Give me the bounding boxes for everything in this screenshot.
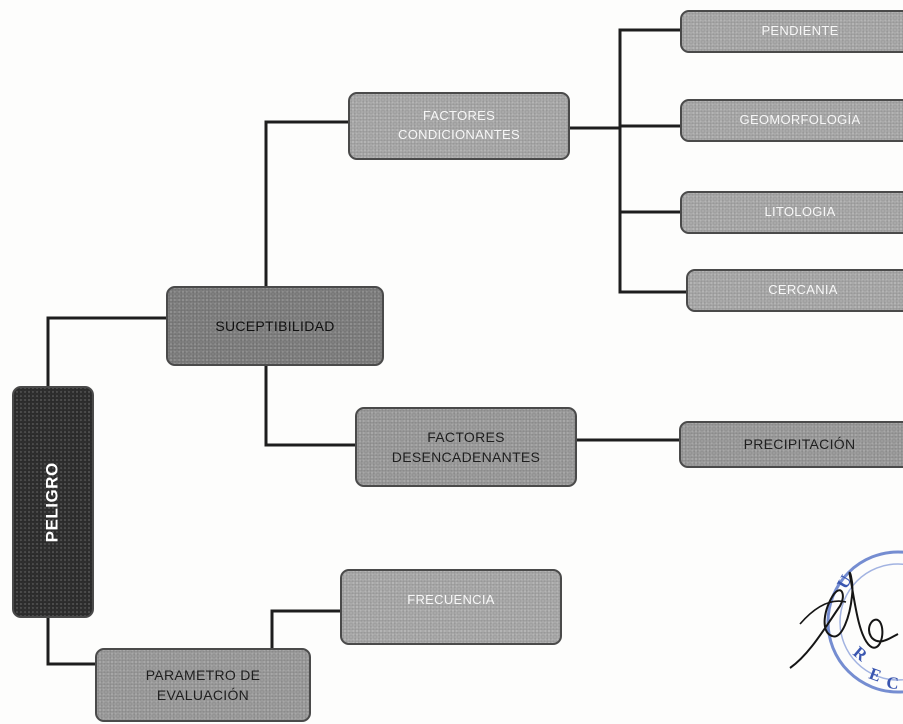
litologia-label: LITOLOGIA	[764, 204, 836, 220]
signature-stamp: U R E C	[789, 550, 903, 694]
precipitacion-label: PRECIPITACIÓN	[743, 436, 856, 453]
svg-text:E: E	[867, 664, 884, 686]
handwritten-signature	[789, 571, 899, 669]
connector-peligro-susceptibilidad	[46, 316, 170, 390]
litologia-node: LITOLOGIA	[680, 191, 903, 234]
factores-condicionantes-label: FACTORES CONDICIONANTES	[398, 108, 520, 142]
parametro-evaluacion-label: PARAMETRO DE EVALUACIÓN	[145, 666, 261, 703]
pendiente-label: PENDIENTE	[761, 23, 839, 39]
precipitacion-node: PRECIPITACIÓN	[679, 421, 903, 468]
connector-suscept-factdes	[264, 364, 359, 447]
factores-condicionantes-node: FACTORES CONDICIONANTES	[348, 92, 570, 160]
frecuencia-node: FRECUENCIA	[340, 569, 562, 645]
geomorfologia-label: GEOMORFOLOGÍA	[739, 112, 861, 128]
factores-desencadenantes-label: FACTORES DESENCADENANTES	[391, 428, 541, 465]
svg-text:C: C	[886, 673, 900, 693]
susceptibilidad-node: SUCEPTIBILIDAD	[166, 286, 384, 366]
connector-parametro-frecuencia	[270, 609, 344, 652]
peligro-label: PELIGRO	[42, 461, 62, 542]
svg-text:R: R	[849, 643, 871, 666]
susceptibilidad-label: SUCEPTIBILIDAD	[215, 317, 335, 334]
connector-peligro-parametro	[46, 616, 99, 666]
parametro-evaluacion-node: PARAMETRO DE EVALUACIÓN	[95, 648, 311, 722]
geomorfologia-node: GEOMORFOLOGÍA	[680, 99, 903, 142]
factores-desencadenantes-node: FACTORES DESENCADENANTES	[355, 407, 577, 487]
frecuencia-label: FRECUENCIA	[407, 591, 495, 607]
pendiente-node: PENDIENTE	[680, 10, 903, 53]
cercania-label: CERCANIA	[768, 282, 838, 298]
peligro-node: PELIGRO	[12, 386, 94, 618]
cercania-node: CERCANIA	[686, 269, 903, 312]
connector-suscept-factcond	[264, 120, 352, 290]
